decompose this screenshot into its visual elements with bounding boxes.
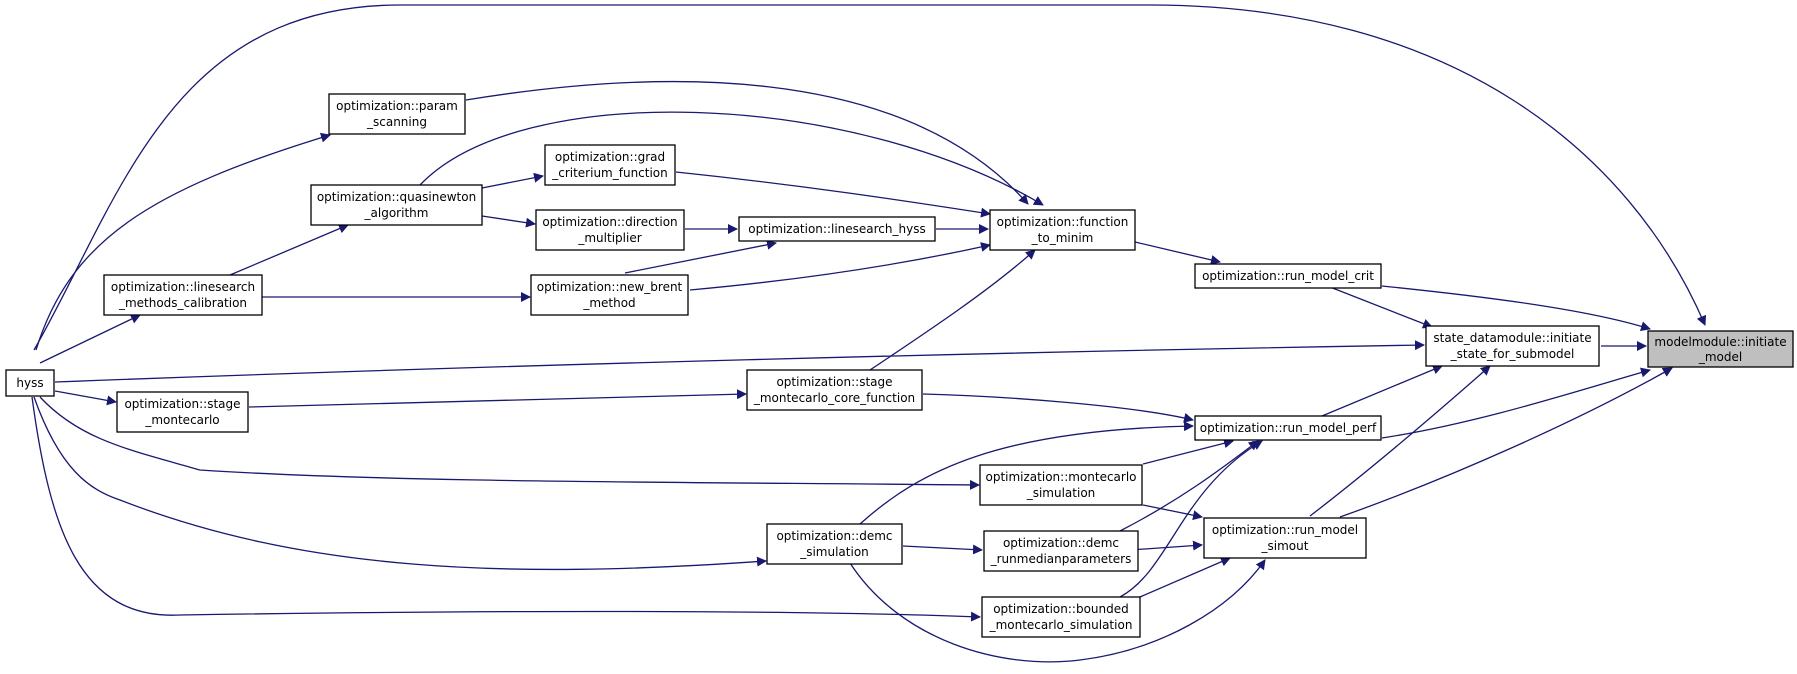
edge-demc-to-perf xyxy=(859,421,1194,525)
node-label-line-1: optimization::function xyxy=(997,215,1129,229)
edge-crit-to-state xyxy=(1329,286,1433,329)
node-label-line-1: hyss xyxy=(16,376,43,390)
node-stage-montecarlo-core[interactable]: optimization::stage _montecarlo_core_fun… xyxy=(746,369,923,411)
node-montecarlo-simulation[interactable]: optimization::montecarlo _simulation xyxy=(979,464,1143,506)
node-bounded-montecarlo[interactable]: optimization::bounded _montecarlo_simula… xyxy=(981,596,1141,638)
node-label-line-1: optimization::run_model_perf xyxy=(1200,421,1377,435)
edge-bounded-to-simout xyxy=(1139,556,1231,598)
node-label-line-2: _montecarlo_core_function xyxy=(753,391,915,405)
edge-quasi-to-direction xyxy=(481,215,536,228)
node-new-brent[interactable]: optimization::new_brent _method xyxy=(530,274,689,316)
edge-demc-to-simout xyxy=(849,559,1266,663)
edge-montecarlo-to-perf xyxy=(1142,438,1234,465)
node-function-to-minim[interactable]: optimization::function _to_minim xyxy=(989,209,1136,251)
edge-simout-to-state xyxy=(1309,365,1491,517)
node-label-line-1: optimization::linesearch xyxy=(111,280,255,294)
node-param-scanning[interactable]: optimization::param _scanning xyxy=(328,93,466,135)
node-label-line-1: optimization::demc xyxy=(1003,536,1119,550)
edge-hyss-to-initiate-model xyxy=(33,4,1707,351)
node-label-line-1: optimization::bounded xyxy=(993,602,1129,616)
node-label-line-1: optimization::new_brent xyxy=(537,280,683,294)
node-label-line-2: _montecarlo xyxy=(144,413,219,427)
edge-quasi-to-grad xyxy=(481,172,544,189)
node-demc-runmedian[interactable]: optimization::demc _runmedianparameters xyxy=(983,530,1139,572)
node-label-line-1: optimization::stage xyxy=(776,375,892,389)
node-label-line-1: optimization::run_model_crit xyxy=(1202,269,1374,283)
edge-demcrun-to-perf xyxy=(1119,440,1259,532)
node-label-line-2: _to_minim xyxy=(1031,231,1094,245)
node-label-line-2: _algorithm xyxy=(364,206,429,220)
node-label-line-1: optimization::montecarlo xyxy=(985,470,1136,484)
node-label-line-1: optimization::direction xyxy=(542,215,677,229)
node-initiate-state[interactable]: state_datamodule::initiate _state_for_su… xyxy=(1425,325,1600,367)
node-label-line-2: _montecarlo_simulation xyxy=(989,618,1133,632)
node-initiate-model[interactable]: modelmodule::initiate _model xyxy=(1647,330,1794,368)
edge-hyss-to-param xyxy=(35,132,331,351)
edges xyxy=(31,4,1707,663)
edge-stagecore-to-perf xyxy=(922,393,1194,423)
node-label-line-1: optimization::stage xyxy=(124,397,240,411)
edge-stagecore-to-fmin xyxy=(869,249,1036,371)
node-label-line-2: _simulation xyxy=(1026,486,1096,500)
node-linesearch-hyss[interactable]: optimization::linesearch_hyss xyxy=(738,216,936,242)
edge-lscalib-to-quasi xyxy=(229,223,349,276)
edge-bounded-to-perf xyxy=(1119,440,1263,598)
node-label-line-1: optimization::run_model xyxy=(1212,523,1358,537)
edge-perf-to-state xyxy=(1321,364,1443,417)
node-quasinewton[interactable]: optimization::quasinewton _algorithm xyxy=(310,184,483,226)
edge-montecarlo-to-simout xyxy=(1142,504,1203,521)
edge-hyss-to-state xyxy=(54,340,1425,383)
edge-quasi-to-fmin xyxy=(419,111,1044,206)
edge-crit-to-initiate-model xyxy=(1381,285,1651,332)
node-label-line-2: _state_for_submodel xyxy=(1450,347,1575,361)
edge-hyss-to-lscalib xyxy=(39,314,141,364)
node-label-line-1: optimization::grad xyxy=(555,150,665,164)
node-run-model-crit[interactable]: optimization::run_model_crit xyxy=(1194,263,1382,289)
node-label-line-2: _runmedianparameters xyxy=(990,552,1132,566)
edge-param-to-fmin xyxy=(465,80,1029,205)
node-label-line-2: _methods_calibration xyxy=(118,296,247,310)
edge-brent-to-lshyss xyxy=(624,239,777,274)
node-label-line-1: optimization::quasinewton xyxy=(317,190,476,204)
node-grad-criterium[interactable]: optimization::grad _criterium_function xyxy=(544,144,676,186)
node-label-line-2: _simulation xyxy=(799,545,869,559)
edge-hyss-to-demc xyxy=(33,396,767,571)
edge-hyss-to-montecarlo xyxy=(39,396,980,490)
node-run-model-simout[interactable]: optimization::run_model _simout xyxy=(1203,517,1367,559)
edge-grad-to-fmin xyxy=(675,171,991,218)
node-label-line-2: _scanning xyxy=(366,115,427,129)
node-label-line-2: _multiplier xyxy=(577,231,641,245)
edge-hyss-to-stage xyxy=(54,390,117,406)
node-label-line-2: _model xyxy=(1698,350,1742,364)
edge-fmin-to-crit xyxy=(1134,241,1221,265)
node-label-line-2: _simout xyxy=(1261,539,1309,553)
node-label-line-1: optimization::param xyxy=(336,99,458,113)
node-label-line-1: optimization::demc xyxy=(776,529,892,543)
edge-simout-to-initiate-model xyxy=(1339,367,1673,518)
edge-demc-to-demcrun xyxy=(902,544,983,555)
node-direction-multiplier[interactable]: optimization::direction _multiplier xyxy=(535,209,685,251)
node-label-line-1: modelmodule::initiate xyxy=(1654,335,1786,349)
node-demc-simulation[interactable]: optimization::demc _simulation xyxy=(766,523,903,565)
node-label-line-2: _criterium_function xyxy=(551,166,668,180)
edge-demcrun-to-simout xyxy=(1129,540,1203,551)
node-hyss[interactable]: hyss xyxy=(5,369,55,397)
node-label-line-1: state_datamodule::initiate xyxy=(1433,331,1591,345)
edge-hyss-to-bounded xyxy=(31,396,981,622)
edge-brent-to-fmin xyxy=(689,242,991,291)
edge-perf-to-initiate-model xyxy=(1381,367,1651,439)
node-stage-montecarlo[interactable]: optimization::stage _montecarlo xyxy=(116,391,249,433)
node-label-line-1: optimization::linesearch_hyss xyxy=(748,222,925,236)
edge-stage-to-stagecore xyxy=(248,389,747,408)
node-linesearch-calibration[interactable]: optimization::linesearch _methods_calibr… xyxy=(103,274,263,316)
node-label-line-2: _method xyxy=(582,296,635,310)
node-run-model-perf[interactable]: optimization::run_model_perf xyxy=(1194,415,1382,441)
